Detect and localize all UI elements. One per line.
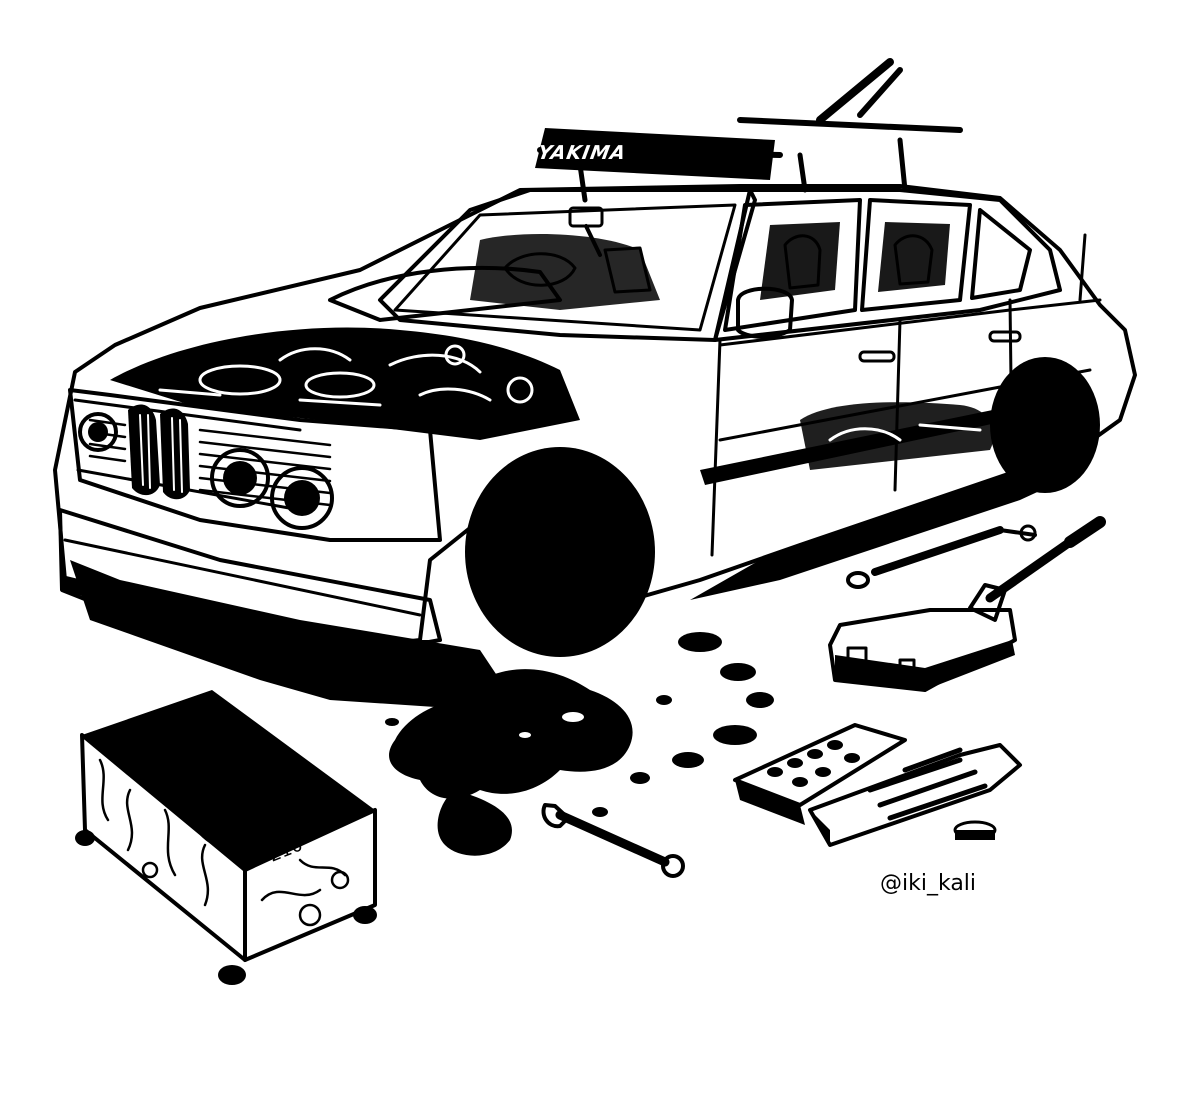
ratchet-extension [846, 524, 1037, 589]
front-wheel [465, 447, 655, 657]
rear-wheel [990, 357, 1100, 493]
car: YAKIMA [53, 58, 1137, 710]
artist-signature: @iki_kali [880, 871, 976, 896]
floor-wrench [541, 803, 685, 878]
floor-jack [828, 516, 1106, 692]
roof-box-label: YAKIMA [536, 141, 628, 164]
tool-case [733, 723, 1022, 847]
wooden-crate: 210 [75, 690, 377, 985]
roof-box: YAKIMA [535, 128, 775, 180]
